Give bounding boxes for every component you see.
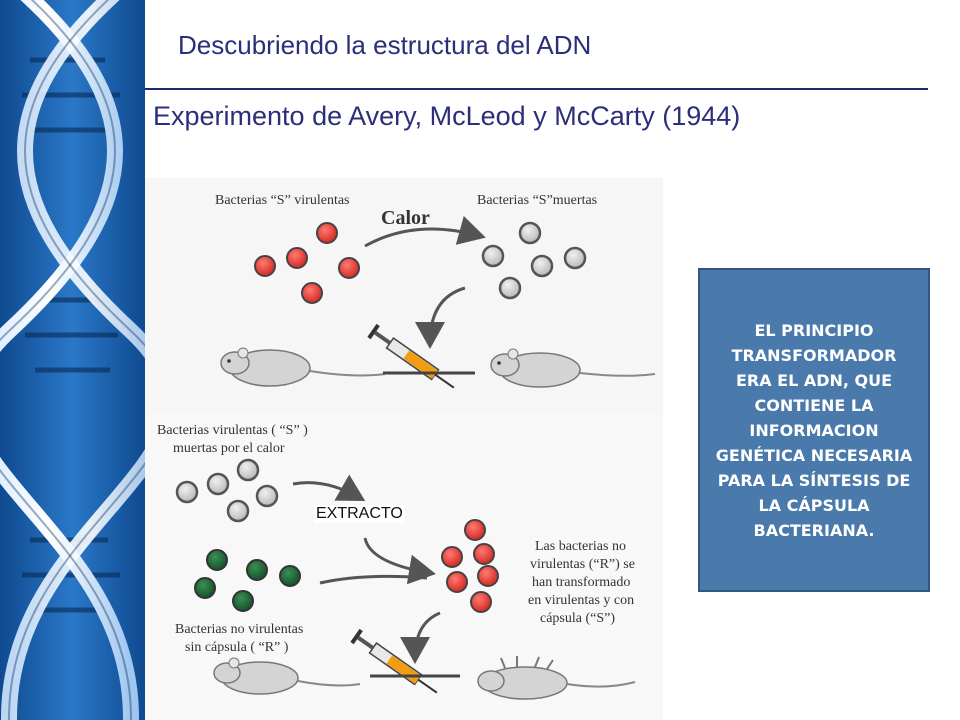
page-subtitle: Experimento de Avery, McLeod y McCarty (… [153,101,741,131]
dna-strand-b [0,0,145,720]
dna-strand-a [0,0,140,720]
bacteria-r-group [194,549,301,612]
bacterium-s-virulent [286,247,308,269]
bacterium-transformed [446,571,468,593]
conclusion-text: EL PRINCIPIO TRANSFORMADOR ERA EL ADN, Q… [715,320,913,540]
mouse-healthy-2-icon [490,348,656,388]
bacterium-s-dead [518,221,542,245]
bacterium-s-virulent [316,222,338,244]
arrow-r-to-transformed [319,574,428,585]
experiment-diagram: Bacterias “S” virulentas Bacterias “S”mu… [145,178,663,720]
bacterium-r [206,549,228,571]
bacterium-heat-killed [255,484,279,508]
bacterium-s-virulent [254,255,276,277]
bacterium-transformed [464,519,486,541]
syringe-2-icon [350,628,438,694]
bacterium-r [194,577,216,599]
page-title: Descubriendo la estructura del ADN [178,30,592,60]
svg-text:en virulentas y con: en virulentas y con [528,593,634,608]
label-heat-killed-line1: Bacterias virulentas ( “S” ) [157,423,308,438]
svg-text:han transformado: han transformado [532,575,630,590]
label-r-line2: sin cápsula ( “R” ) [185,640,289,655]
label-transformed: Las bacterias no virulentas (“R”) se han… [528,539,635,626]
bacterium-r [279,565,301,587]
arrow-to-first-mouse [415,286,466,349]
bacterium-s-dead [530,254,554,278]
bacterium-s-dead [498,276,522,300]
bacteria-transformed-group [441,519,499,613]
svg-text:Las bacterias no: Las bacterias no [535,539,626,554]
bacterium-s-virulent [301,282,323,304]
label-r-line1: Bacterias no virulentas [175,622,303,637]
mouse-dead-icon [477,656,636,700]
label-extract: EXTRACTO [314,505,405,523]
svg-text:virulentas (“R”) se: virulentas (“R”) se [530,557,635,572]
mouse-healthy-1-icon [220,347,386,387]
label-heat-killed-line2: muertas por el calor [173,441,285,456]
bacterium-s-virulent [338,257,360,279]
bacterium-heat-killed [236,458,260,482]
bacterium-transformed [477,565,499,587]
bacterium-r [232,590,254,612]
bacterium-transformed [470,591,492,613]
bacteria-s-dead-group [481,221,587,300]
conclusion-callout: EL PRINCIPIO TRANSFORMADOR ERA EL ADN, Q… [698,268,930,592]
bacterium-heat-killed [226,499,250,523]
label-s-virulent: Bacterias “S” virulentas [215,193,350,208]
bacterium-s-dead [563,246,587,270]
title-divider [145,88,928,90]
label-s-dead: Bacterias “S”muertas [477,193,597,208]
heat-arrow [364,215,486,248]
svg-text:cápsula (“S”): cápsula (“S”) [540,611,615,626]
arrow-extract-to-transformed [363,537,436,585]
label-heat: Calor [381,207,430,229]
bacteria-heat-killed-group [175,458,279,523]
bacterium-heat-killed [175,480,199,504]
bacterium-s-dead [481,244,505,268]
extract-arrow [292,474,366,501]
bacterium-heat-killed [206,472,230,496]
mouse-3-icon [213,657,361,695]
bacterium-transformed [473,543,495,565]
bacteria-s-virulent-group [254,222,360,304]
dna-helix-band [0,0,145,720]
bacterium-r [246,559,268,581]
bacterium-transformed [441,546,463,568]
arrow-to-dead-mouse [400,611,441,664]
